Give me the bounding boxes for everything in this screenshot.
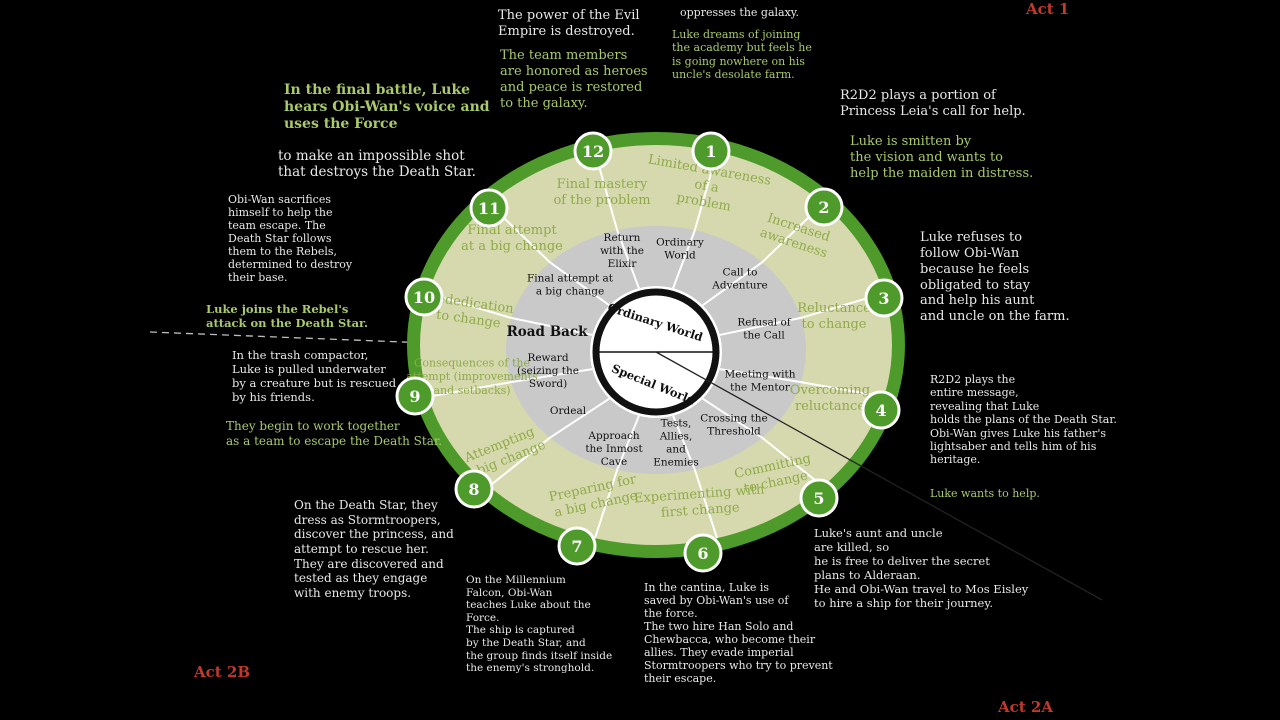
note-stage-11-green: In the final battle, Luke hears Obi-Wan'… (284, 82, 490, 133)
note-stage-10-green: Luke joins the Rebel's attack on the Dea… (206, 302, 369, 331)
outer-divider (593, 469, 619, 539)
act-1-label: Act 1 (1026, 0, 1070, 18)
inner-label-8: Ordeal (550, 405, 587, 417)
stage-number-7: 7 (571, 537, 582, 556)
note-stage-9-green: They begin to work together as a team to… (226, 419, 443, 448)
outer-divider (761, 436, 824, 488)
note-stage-4-green: Luke wants to help. (930, 487, 1040, 500)
note-stage-5-white: Luke's aunt and uncle are killed, so he … (814, 526, 1029, 611)
inner-divider (672, 229, 696, 289)
inner-divider (616, 229, 640, 289)
act-2b-label: Act 2B (194, 663, 251, 681)
note-stage-7-white: On the Millennium Falcon, Obi-Wan teache… (466, 574, 613, 675)
stage-number-4: 4 (875, 401, 886, 420)
note-stage-10-white: Obi-Wan sacrifices himself to help the t… (228, 193, 353, 284)
stage-number-3: 3 (878, 289, 889, 308)
inner-label-10: Road Back (507, 324, 588, 340)
note-stage-12-white: The power of the Evil Empire is destroye… (498, 8, 640, 39)
diagonal-line (655, 351, 1103, 601)
inner-divider (719, 368, 802, 384)
stage-number-5: 5 (813, 489, 824, 508)
stage-badge-10 (404, 277, 444, 317)
note-stage-4-white: R2D2 plays the entire message, revealing… (930, 373, 1117, 467)
inner-divider (719, 316, 802, 336)
stage-number-8: 8 (468, 480, 479, 499)
note-stage-8-white: On the Death Star, they dress as Stormtr… (294, 498, 454, 600)
outer-divider (488, 436, 551, 488)
inner-divider (549, 397, 610, 439)
stage-number-1: 1 (705, 142, 716, 161)
inner-divider (702, 397, 763, 439)
inner-divider (672, 415, 696, 471)
note-stage-3-white: Luke refuses to follow Obi-Wan because h… (920, 230, 1070, 325)
stage-badge-2 (804, 187, 844, 227)
stage-badge-7 (557, 526, 597, 566)
note-stage-1-green: Luke dreams of joining the academy but f… (672, 28, 812, 82)
stage-number-6: 6 (697, 544, 708, 563)
inner-divider (616, 415, 640, 471)
note-stage-12-green: The team members are honored as heroes a… (500, 48, 648, 111)
stage-badge-8 (454, 469, 494, 509)
inner-divider (702, 261, 763, 307)
stage-number-11: 11 (478, 199, 500, 218)
outer-divider (427, 381, 512, 398)
inner-divider (549, 261, 610, 307)
stage-badge-4 (861, 390, 901, 430)
stage-badge-11 (469, 188, 509, 228)
stage-badge-6 (683, 533, 723, 573)
inner-dividers (510, 229, 802, 471)
stage-badge-1 (691, 131, 731, 171)
inner-divider (510, 368, 593, 384)
stage-badge-5 (799, 478, 839, 518)
note-stage-2-green: Luke is smitten by the vision and wants … (850, 134, 1034, 181)
note-stage-1-white: oppresses the galaxy. (680, 6, 800, 19)
note-stage-11-white: to make an impossible shot that destroys… (278, 148, 476, 181)
stage-number-10: 10 (413, 288, 435, 307)
stage-number-12: 12 (582, 142, 604, 161)
note-stage-9-white: In the trash compactor, Luke is pulled u… (232, 348, 397, 405)
stage-number-2: 2 (818, 198, 829, 217)
stage-badge-3 (864, 278, 904, 318)
stage-number-9: 9 (409, 387, 420, 406)
note-stage-6-white: In the cantina, Luke is saved by Obi-Wan… (644, 581, 833, 685)
stage-badge-12 (573, 131, 613, 171)
note-stage-2-white: R2D2 plays a portion of Princess Leia's … (840, 88, 1026, 119)
stage-badge-9 (395, 376, 435, 416)
inner-divider (510, 316, 593, 336)
outer-divider (693, 469, 719, 539)
act-2a-label: Act 2A (998, 698, 1053, 716)
